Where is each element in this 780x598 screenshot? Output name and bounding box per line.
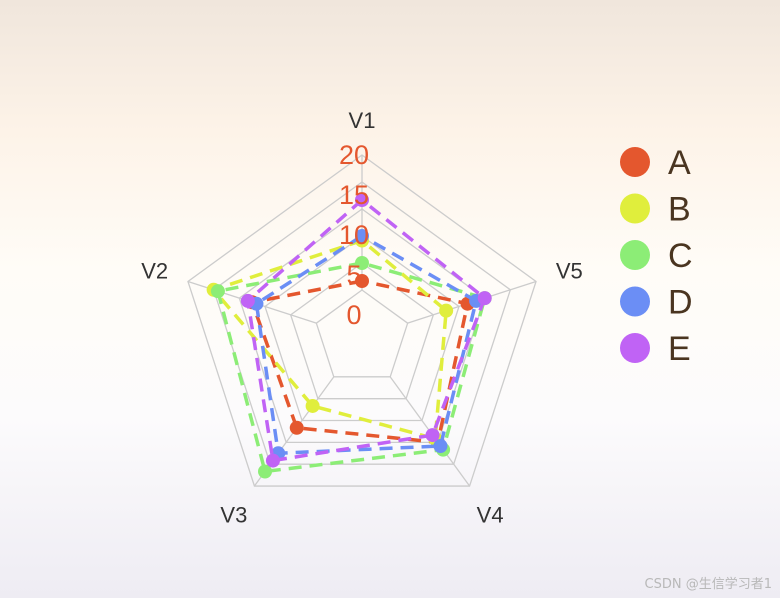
point-C-V2 [210, 284, 225, 299]
axis-label-V1: V1 [349, 108, 376, 133]
grid-ring-4 [212, 181, 512, 465]
legend-marker-A [620, 147, 650, 177]
legend-marker-C [620, 240, 650, 270]
grid-ring-0 [315, 289, 409, 378]
tick-label-10: 10 [339, 220, 369, 250]
axis-label-V4: V4 [477, 502, 504, 527]
watermark: CSDN @生信学习者1 [644, 577, 772, 592]
point-E-V4 [425, 428, 440, 443]
tick-label-5: 5 [346, 260, 361, 290]
legend-label-D: D [668, 284, 693, 322]
series-D [249, 229, 484, 461]
series-line-B [211, 238, 448, 441]
point-C-V3 [258, 464, 273, 479]
radar-series [206, 193, 492, 479]
legend-marker-D [620, 286, 650, 317]
axis-label-V3: V3 [220, 502, 247, 527]
series-E [240, 193, 492, 468]
point-D-V1 [355, 229, 369, 243]
legend-marker-E [620, 333, 650, 363]
legend-label-A: A [668, 144, 691, 182]
tick-label-0: 0 [346, 300, 361, 330]
point-E-V2 [240, 293, 255, 308]
series-line-E [246, 198, 487, 463]
radar-grid [187, 154, 537, 487]
point-E-V1 [355, 193, 369, 207]
point-E-V3 [265, 453, 280, 468]
grid-ring-3 [238, 208, 486, 444]
radial-tick-labels: 0 5 10 15 20 [339, 140, 369, 330]
point-A-V3 [289, 420, 304, 435]
axis-label-V5: V5 [556, 259, 583, 284]
series-line-C [216, 261, 487, 474]
point-E-V5 [477, 291, 492, 306]
series-line-D [254, 234, 478, 456]
legend-label-B: B [668, 191, 691, 229]
point-A-V1 [355, 274, 369, 288]
legend-label-E: E [668, 330, 691, 368]
grid-ring-5 [187, 154, 537, 487]
series-line-A [250, 279, 470, 445]
point-B-V3 [305, 398, 320, 413]
legend-marker-B [620, 193, 650, 224]
axis-label-V2: V2 [141, 259, 168, 284]
tick-label-15: 15 [339, 180, 369, 210]
grid-ring-1 [289, 262, 435, 400]
legend-label-C: C [668, 237, 693, 275]
point-D-V4 [433, 439, 448, 454]
point-C-V1 [355, 256, 369, 270]
tick-label-20: 20 [339, 140, 369, 170]
point-B-V5 [439, 303, 454, 318]
